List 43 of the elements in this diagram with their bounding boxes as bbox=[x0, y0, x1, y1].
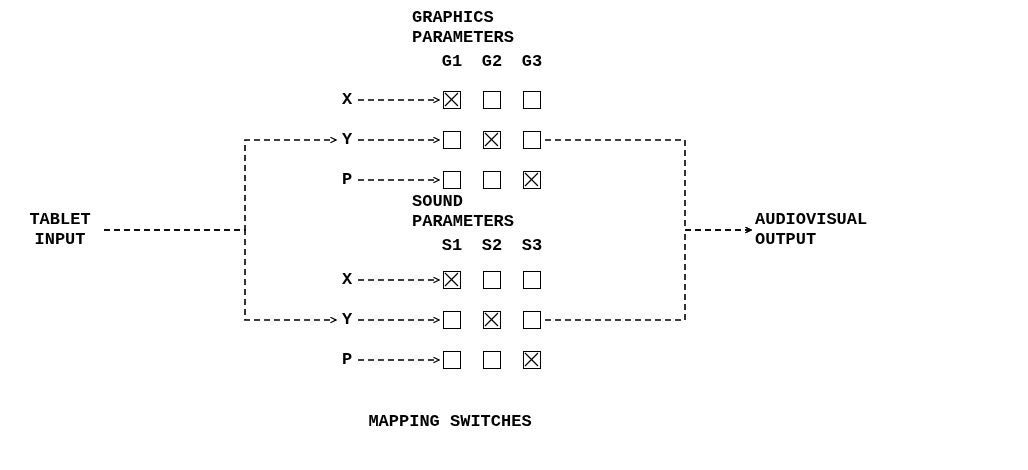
column-header: S3 bbox=[520, 236, 544, 256]
checked-checkbox bbox=[443, 271, 461, 289]
checked-checkbox bbox=[483, 311, 501, 329]
section-heading: SOUND PARAMETERS bbox=[412, 192, 516, 232]
checkbox bbox=[483, 171, 501, 189]
arrow bbox=[357, 136, 440, 144]
row-label: X bbox=[340, 270, 354, 290]
column-header: S2 bbox=[480, 236, 504, 256]
column-header: G1 bbox=[440, 52, 464, 72]
checkbox bbox=[523, 131, 541, 149]
column-header: S1 bbox=[440, 236, 464, 256]
input-label: TABLET INPUT bbox=[20, 210, 100, 250]
row-label: Y bbox=[340, 310, 354, 330]
arrow bbox=[357, 316, 440, 324]
checked-checkbox bbox=[523, 351, 541, 369]
checked-checkbox bbox=[483, 131, 501, 149]
checkbox bbox=[523, 91, 541, 109]
caption-text: MAPPING SWITCHES bbox=[367, 412, 533, 432]
checkbox bbox=[443, 131, 461, 149]
arrow bbox=[544, 226, 752, 321]
checkbox bbox=[483, 351, 501, 369]
checkbox bbox=[443, 171, 461, 189]
section-heading: GRAPHICS PARAMETERS bbox=[412, 8, 516, 48]
checkbox bbox=[483, 271, 501, 289]
checked-checkbox bbox=[443, 91, 461, 109]
output-label: AUDIOVISUAL OUTPUT bbox=[755, 210, 885, 250]
arrow bbox=[357, 176, 440, 184]
row-label: Y bbox=[340, 130, 354, 150]
checkbox bbox=[523, 271, 541, 289]
arrow bbox=[357, 96, 440, 104]
row-label: P bbox=[340, 350, 354, 370]
checkbox bbox=[523, 311, 541, 329]
arrow bbox=[103, 229, 337, 324]
arrow bbox=[357, 356, 440, 364]
checked-checkbox bbox=[523, 171, 541, 189]
checkbox bbox=[443, 311, 461, 329]
arrow bbox=[357, 276, 440, 284]
column-header: G3 bbox=[520, 52, 544, 72]
checkbox bbox=[443, 351, 461, 369]
row-label: P bbox=[340, 170, 354, 190]
row-label: X bbox=[340, 90, 354, 110]
checkbox bbox=[483, 91, 501, 109]
column-header: G2 bbox=[480, 52, 504, 72]
